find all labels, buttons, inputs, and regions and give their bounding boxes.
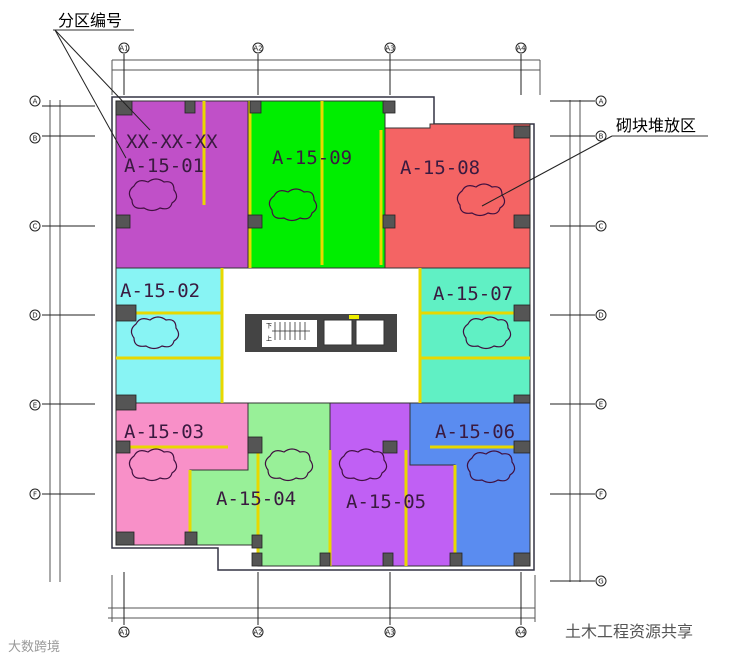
axis-label-f-left: F bbox=[33, 491, 37, 499]
axis-label-a-right: A bbox=[599, 98, 604, 106]
axis-label-a1-bottom: A1 bbox=[119, 629, 128, 637]
dimension-lines bbox=[49, 59, 581, 622]
cloud-07 bbox=[462, 316, 512, 350]
stair bbox=[262, 320, 317, 347]
axis-label-a3-top: A3 bbox=[385, 45, 394, 53]
axis-label-b-left: B bbox=[33, 135, 38, 143]
axis-label-c-left: C bbox=[33, 223, 38, 231]
cloud-03 bbox=[128, 448, 178, 482]
cloud-04 bbox=[264, 448, 314, 482]
zone-template-label: XX-XX-XX bbox=[126, 131, 218, 153]
axis-label-a4-bottom: A4 bbox=[516, 629, 526, 637]
axis-label-c-right: C bbox=[599, 223, 604, 231]
stair-treads bbox=[272, 322, 310, 340]
stair-up-label: 上 bbox=[266, 335, 272, 343]
axis-label-e-right: E bbox=[599, 401, 603, 409]
zone-label-a-15-02: A-15-02 bbox=[120, 280, 200, 302]
zone-label-a-15-04: A-15-04 bbox=[216, 488, 296, 510]
zone-number-callout: 分区编号 bbox=[58, 11, 122, 30]
cloud-09 bbox=[268, 188, 318, 222]
block-stacking-callout: 砌块堆放区 bbox=[616, 116, 696, 135]
zone-label-a-15-07: A-15-07 bbox=[433, 283, 513, 305]
axis-bubbles bbox=[29, 42, 607, 638]
callout-leader-2 bbox=[54, 29, 127, 159]
axis-label-a-left: A bbox=[33, 98, 38, 106]
axis-label-e-left: E bbox=[33, 402, 37, 410]
cloud-05 bbox=[338, 448, 388, 482]
grid-lines bbox=[42, 54, 595, 625]
stair-down-label: 下 bbox=[266, 323, 272, 330]
zone-a-15-01 bbox=[115, 100, 249, 269]
zone-label-a-15-09: A-15-09 bbox=[272, 147, 352, 169]
callout-leader-1 bbox=[54, 29, 151, 131]
cloud-02 bbox=[130, 316, 180, 350]
axis-label-g-right: G bbox=[598, 578, 603, 586]
block-stacking-areas bbox=[128, 178, 516, 484]
callout-leader-right bbox=[481, 135, 613, 207]
zone-a-15-09 bbox=[247, 100, 386, 269]
axis-label-a2-bottom: A2 bbox=[253, 629, 262, 637]
axis-label-b-right: B bbox=[599, 133, 604, 141]
axis-label-a4-top: A4 bbox=[516, 45, 526, 53]
zone-label-a-15-01: A-15-01 bbox=[124, 155, 204, 177]
elevator-marker bbox=[349, 315, 359, 319]
watermark-left: 大数跨境 bbox=[8, 640, 61, 655]
zone-label-a-15-03: A-15-03 bbox=[124, 421, 204, 443]
elevator-1 bbox=[323, 319, 353, 346]
zone-label-a-15-06: A-15-06 bbox=[435, 421, 515, 443]
watermark-right: 土木工程资源共享 bbox=[565, 622, 694, 641]
cloud-06 bbox=[466, 450, 516, 484]
zone-label-a-15-08: A-15-08 bbox=[400, 157, 480, 179]
cloud-01 bbox=[128, 178, 178, 212]
axis-label-a3-bottom: A3 bbox=[385, 629, 394, 637]
zone-label-a-15-05: A-15-05 bbox=[346, 491, 426, 513]
axis-label-a2-top: A2 bbox=[253, 45, 262, 53]
axis-label-d-right: D bbox=[598, 312, 603, 320]
elevator-2 bbox=[355, 319, 385, 346]
structural-columns bbox=[115, 100, 531, 567]
zone-a-15-07 bbox=[419, 267, 531, 404]
axis-label-d-left: D bbox=[32, 312, 37, 320]
axis-label-f-right: F bbox=[599, 491, 603, 499]
axis-label-a1-top: A1 bbox=[119, 45, 128, 53]
